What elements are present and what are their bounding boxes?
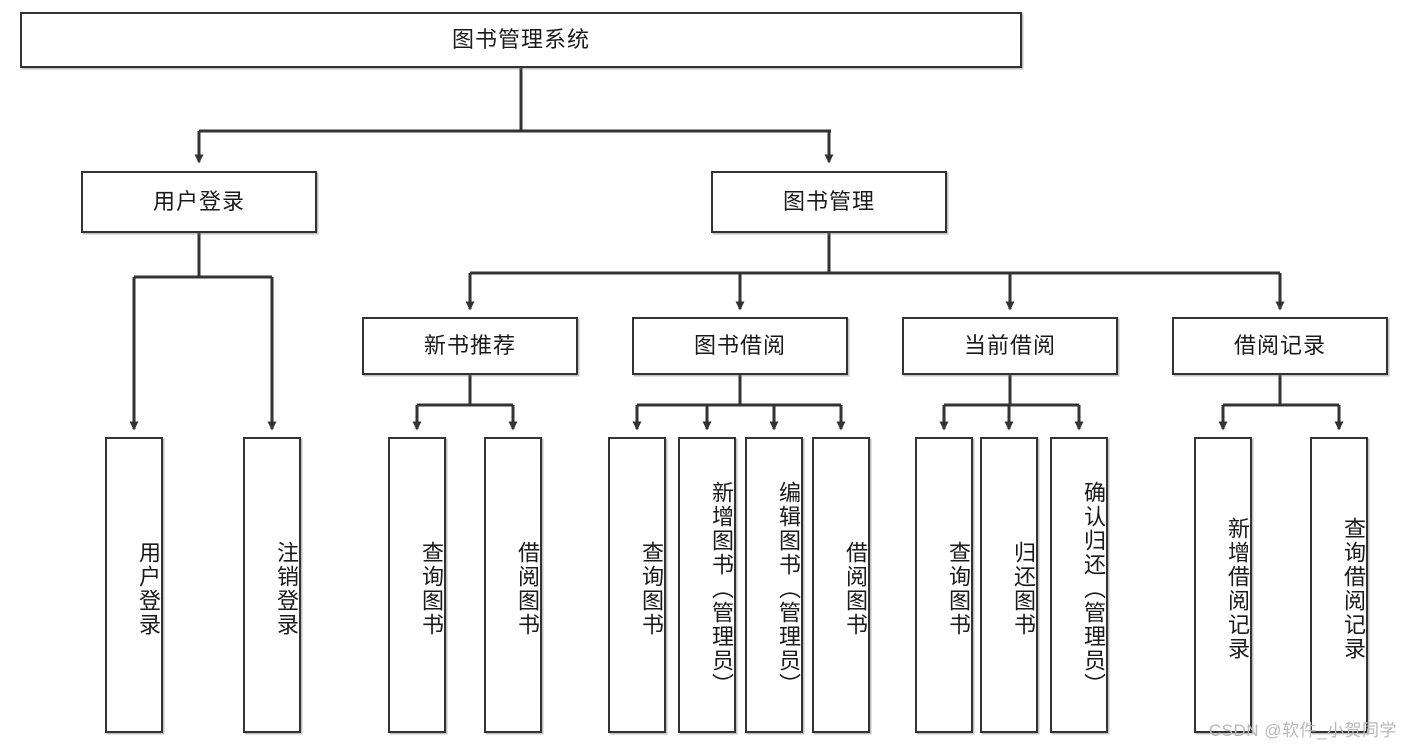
edges-book-borrow [632, 375, 846, 431]
node-label: 当前借阅 [963, 332, 1056, 358]
node-label: 查询借阅记录 [1341, 517, 1366, 661]
node-leaf-query-book-recommend[interactable]: 查询图书 [388, 437, 446, 733]
node-leaf-query-book-borrow[interactable]: 查询图书 [608, 437, 666, 733]
node-leaf-user-login[interactable]: 用户登录 [105, 437, 163, 733]
node-leaf-confirm-return-admin[interactable]: 确认归还（管理员） [1050, 437, 1108, 733]
node-leaf-return-book[interactable]: 归还图书 [980, 437, 1038, 733]
node-label: 图书管理 [782, 188, 875, 214]
node-root-system[interactable]: 图书管理系统 [20, 12, 1022, 68]
node-label: 用户登录 [136, 541, 161, 637]
csdn-watermark: CSDN @软件_小贺同学 [1208, 721, 1397, 740]
node-leaf-borrow-book-recommend[interactable]: 借阅图书 [484, 437, 542, 733]
node-leaf-edit-book-admin[interactable]: 编辑图书（管理员） [745, 437, 803, 733]
node-label: 查询图书 [946, 541, 971, 637]
node-borrow-record[interactable]: 借阅记录 [1172, 317, 1388, 375]
node-label: 新增图书（管理员） [709, 481, 734, 697]
node-label: 归还图书 [1011, 541, 1036, 637]
edges-user-login [129, 233, 277, 431]
node-current-borrow[interactable]: 当前借阅 [902, 317, 1118, 375]
node-label: 借阅图书 [843, 541, 868, 637]
node-label: 编辑图书（管理员） [776, 481, 801, 697]
node-label: 借阅记录 [1233, 332, 1326, 358]
node-leaf-borrow-book[interactable]: 借阅图书 [812, 437, 870, 733]
node-label: 查询图书 [419, 541, 444, 637]
node-label: 确认归还（管理员） [1081, 481, 1106, 697]
edges-book-manage [465, 233, 1285, 311]
edges-root [194, 68, 834, 164]
node-leaf-query-book-current[interactable]: 查询图书 [915, 437, 973, 733]
node-new-book-recommend[interactable]: 新书推荐 [362, 317, 578, 375]
node-user-login[interactable]: 用户登录 [81, 171, 317, 233]
edges-current-borrow [939, 375, 1084, 431]
node-label: 注销登录 [274, 541, 299, 637]
edges-new-book-rec [412, 375, 518, 431]
node-label: 用户登录 [152, 188, 245, 214]
node-label: 新书推荐 [423, 332, 516, 358]
node-label: 图书借阅 [693, 332, 786, 358]
edges-borrow-record [1218, 375, 1344, 431]
node-leaf-query-borrow-record[interactable]: 查询借阅记录 [1310, 437, 1368, 733]
node-label: 图书管理系统 [451, 26, 590, 52]
node-leaf-add-borrow-record[interactable]: 新增借阅记录 [1194, 437, 1252, 733]
node-book-manage[interactable]: 图书管理 [711, 171, 947, 233]
node-book-borrow[interactable]: 图书借阅 [632, 317, 848, 375]
node-label: 借阅图书 [515, 541, 540, 637]
node-label: 查询图书 [639, 541, 664, 637]
node-leaf-user-logout[interactable]: 注销登录 [243, 437, 301, 733]
node-leaf-add-book-admin[interactable]: 新增图书（管理员） [678, 437, 736, 733]
node-label: 新增借阅记录 [1225, 517, 1250, 661]
